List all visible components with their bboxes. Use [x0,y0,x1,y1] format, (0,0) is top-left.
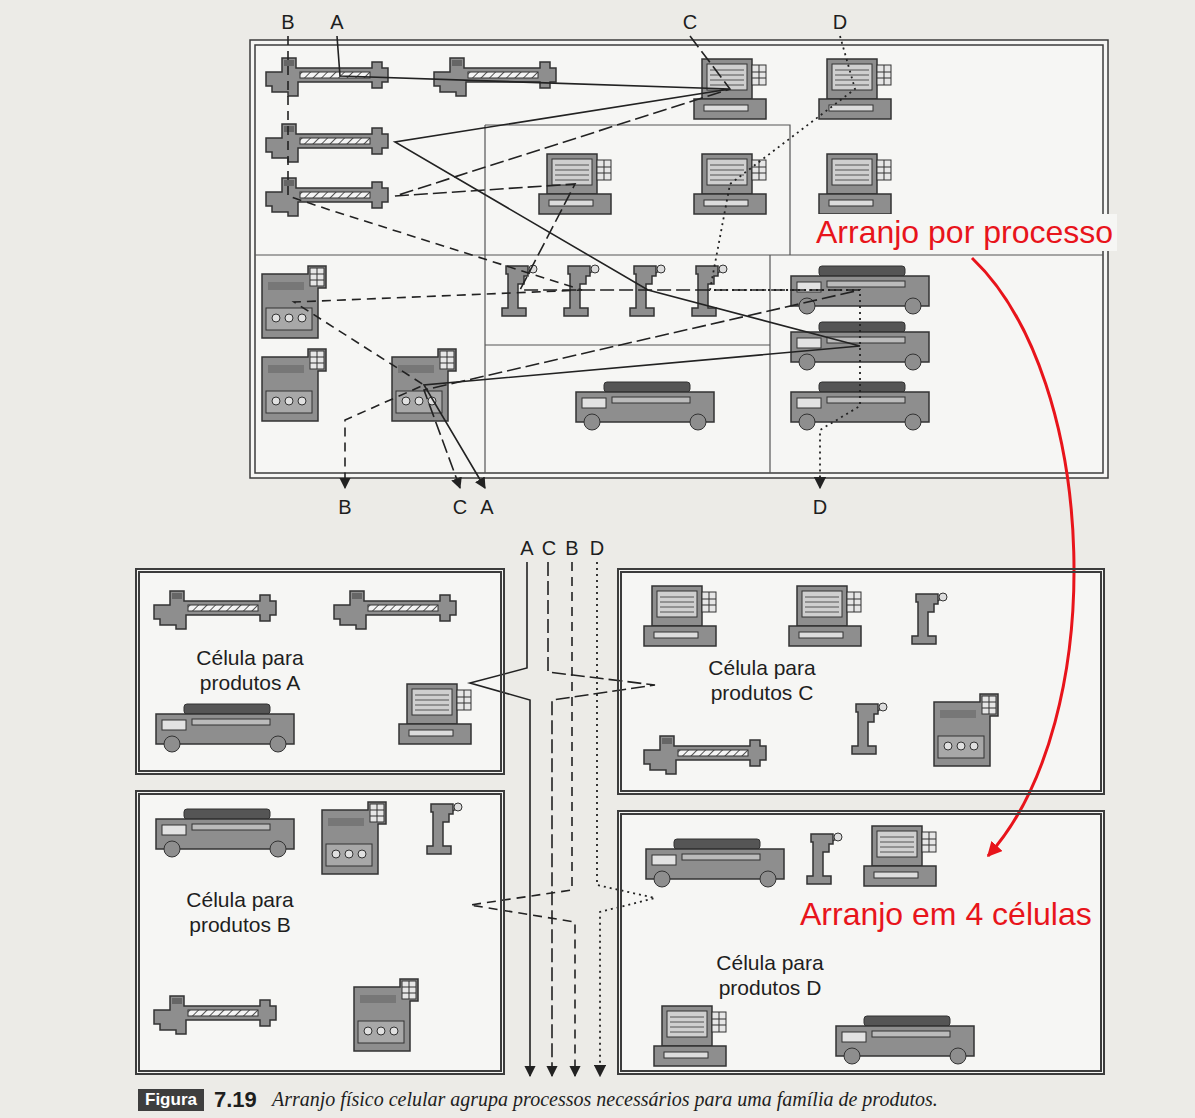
flow-letter: B [565,537,578,560]
cnc-machine [819,154,891,214]
cell-title: Célula para produtos D [695,950,845,1000]
drill-machine [427,803,462,854]
annotation-note: Arranjo por processo [812,214,1117,251]
lathe-machine [644,736,766,774]
flow-line-b [470,562,575,1076]
lathe-machine [434,58,556,96]
lathe-machine [266,124,388,162]
grinder-machine [646,839,784,887]
lathe-machine [154,591,276,629]
press-machine [322,802,386,874]
cell-box: Célula para produtos B [135,790,505,1075]
flow-letter: A [480,496,493,519]
flow-letter: C [453,496,467,519]
flow-line-a [470,562,530,1076]
cnc-machine [399,684,471,744]
flow-line-d [710,36,860,488]
grinder-machine [836,1016,974,1064]
flow-letter: C [542,537,556,560]
cell-title: Célula para produtos A [175,645,325,695]
flow-letter: D [813,496,827,519]
annotation-note: Arranjo em 4 células [796,896,1096,933]
grinder-machine [156,809,294,857]
process-frame-inner [255,45,1103,473]
cell-ground [617,568,1105,795]
flow-line-b [288,36,582,488]
lathe-machine [266,178,388,216]
cell-ground [617,810,1105,1075]
flow-line-d [597,562,655,1076]
cnc-machine [789,586,861,646]
drill-machine [807,833,842,884]
press-machine [934,694,998,766]
cnc-machine [864,826,936,886]
figure-caption: Arranjo físico celular agrupa processos … [272,1088,938,1111]
cell-box: Célula para produtos D [617,810,1105,1075]
flow-letter: D [590,537,604,560]
cell-ground [135,790,505,1075]
grinder-machine [791,382,929,430]
cell-box: Célula para produtos C [617,568,1105,795]
flow-letter: A [330,11,343,34]
flow-letter: B [338,496,351,519]
figure-number: 7.19 [214,1087,257,1113]
drill-machine [852,703,887,754]
cnc-machine [644,586,716,646]
cell-title: Célula para produtos C [687,655,837,705]
cell-box: Célula para produtos A [135,568,505,775]
figure-tag: Figura [138,1089,204,1111]
annotation-arrow [972,258,1074,856]
grinder-machine [576,382,714,430]
cell-title: Célula para produtos B [165,887,315,937]
press-machine [262,349,326,421]
drill-machine [912,593,947,644]
flow-letter: A [520,537,533,560]
cnc-machine [694,154,766,214]
cnc-machine [654,1006,726,1066]
lathe-machine [334,591,456,629]
flow-line-c [395,36,860,488]
flow-letter: D [833,11,847,34]
flow-letter: B [281,11,294,34]
flow-letter: C [683,11,697,34]
grinder-machine [156,704,294,752]
lathe-machine [154,996,276,1034]
cell-ground [135,568,505,775]
press-machine [354,979,418,1051]
flow-line-c [548,562,655,1076]
flow-line-a [337,36,860,488]
